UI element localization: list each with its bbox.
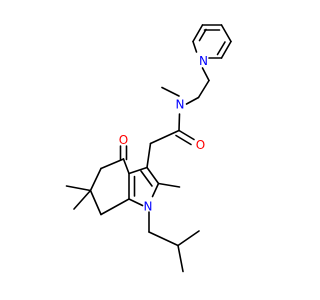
bond [157,182,181,188]
bond [198,28,207,42]
bond [216,41,226,56]
bond [148,231,179,247]
bond [177,244,184,273]
bond [146,166,160,185]
bond [197,79,210,99]
bond [65,185,92,192]
bond [128,166,148,175]
bond [192,40,198,53]
bond [177,230,200,247]
bond [192,24,204,43]
bond [185,96,200,105]
atom-label-o-ketone: O [119,133,128,147]
bond [146,142,152,169]
bond [220,24,232,43]
atom-label-n-indole: N [144,200,153,214]
atom-label-n-pyridine: N [199,54,208,68]
bond [201,67,210,82]
atom-label-o-amide: O [196,138,205,152]
atom-label-n-amide: N [176,98,185,112]
bond [100,198,130,216]
bond [178,113,181,132]
bond [122,158,130,175]
bond [128,198,144,207]
bond [220,40,232,59]
bond [161,86,180,97]
bond [178,129,195,141]
bond-skeleton [65,24,232,273]
bond [89,167,102,192]
bond [149,129,180,145]
bond [151,182,160,198]
bond [89,189,102,216]
bond [140,170,153,187]
molecule-structure: N N O O N [65,24,232,273]
bond [73,189,92,210]
bond [100,158,125,170]
bond [175,134,192,146]
